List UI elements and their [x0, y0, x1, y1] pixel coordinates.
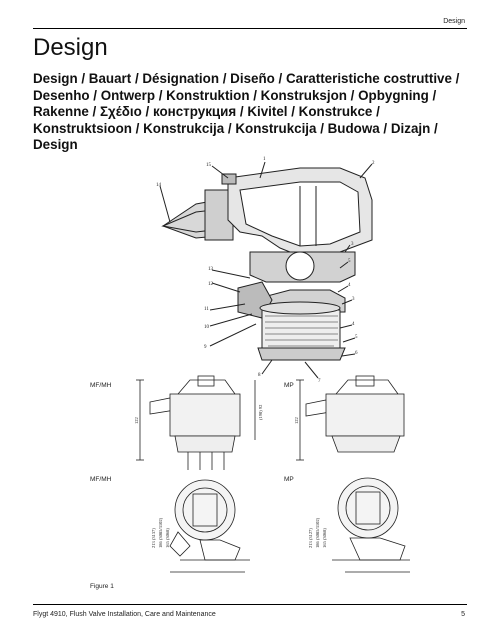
callout-3: 3	[351, 242, 354, 247]
label-mf-mh-top: MF/MH	[90, 476, 112, 483]
label-mp-side: MP	[284, 382, 294, 389]
page-title: Design	[33, 34, 108, 61]
page-subtitle: Design / Bauart / Désignation / Diseño /…	[33, 71, 460, 152]
callout-9: 9	[204, 345, 207, 350]
callout-1: 1	[263, 157, 266, 162]
label-mp-top: MP	[284, 476, 294, 483]
dim-186-mf: 186 (3085/3102)	[158, 517, 163, 548]
callout-5: 5	[348, 259, 351, 264]
dim-190-mf: (190) 92	[258, 405, 263, 420]
callout-13: 13	[208, 267, 214, 272]
callout-3b: 3	[352, 297, 355, 302]
dim-165-mf: 165 (3068)	[165, 528, 170, 548]
header-rule	[33, 28, 467, 29]
callout-6: 6	[355, 351, 358, 356]
footer-rule	[33, 604, 467, 605]
callout-10: 10	[204, 325, 210, 330]
figure-caption: Figure 1	[90, 583, 114, 590]
callout-8: 8	[258, 373, 261, 378]
dim-186-mp: 186 (3085/3102)	[315, 517, 320, 548]
dim-213-mp: 213 (3127)	[308, 528, 313, 548]
callout-14: 14	[156, 183, 162, 188]
footer-document-title: Flygt 4910, Flush Valve Installation, Ca…	[33, 611, 216, 618]
callout-4b: 4	[352, 322, 355, 327]
dim-165-mp: 165 (3068)	[322, 528, 327, 548]
dim-122: 122	[134, 417, 139, 424]
callout-11: 11	[204, 307, 209, 312]
callout-12: 12	[208, 282, 214, 287]
callout-7: 7	[318, 379, 321, 384]
label-mf-mh-side: MF/MH	[90, 382, 112, 389]
callout-2: 2	[372, 161, 375, 166]
header-section-label: Design	[443, 18, 465, 25]
callout-4: 4	[348, 283, 351, 288]
dim-213-mf: 213 (3137)	[151, 528, 156, 548]
footer-page-number: 5	[461, 611, 465, 618]
callout-5b: 5	[355, 335, 358, 340]
dim-122-mp: 122	[294, 417, 299, 424]
callout-15: 15	[206, 163, 212, 168]
